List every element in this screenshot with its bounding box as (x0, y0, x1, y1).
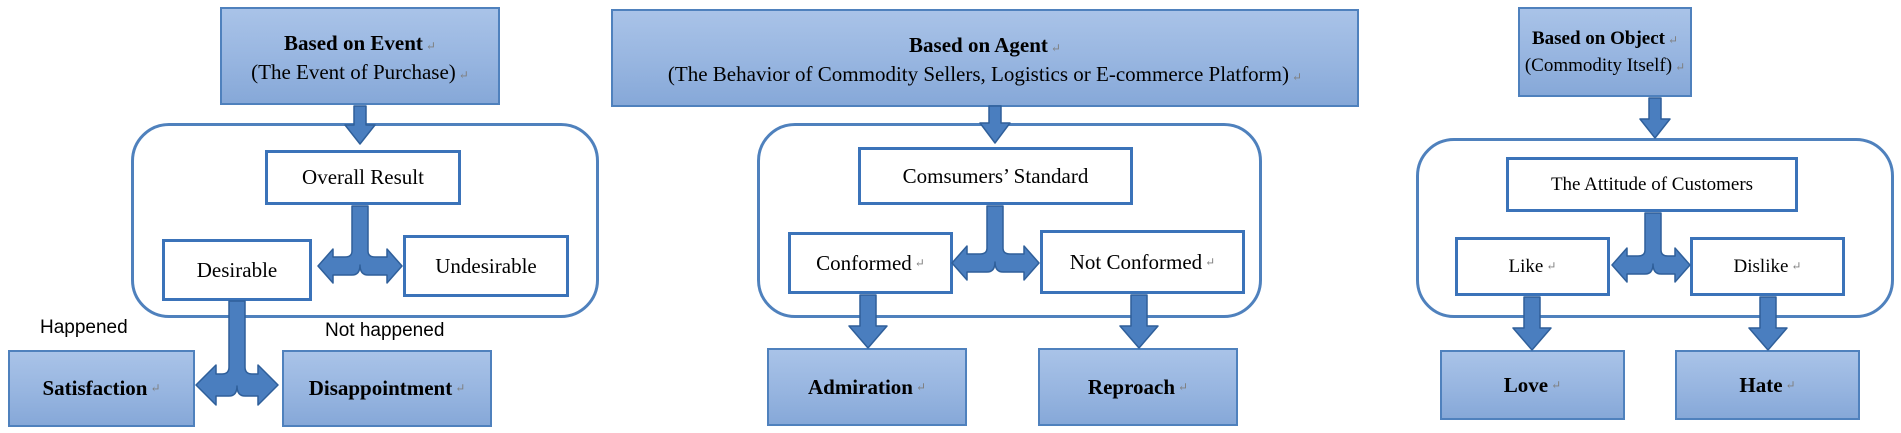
object-dislike-box: Dislike↵ (1690, 237, 1845, 296)
agent-conformed-label: Conformed (816, 250, 912, 275)
event-desirable-box: Desirable (162, 239, 312, 301)
event-undesirable-label: Undesirable (435, 253, 537, 278)
object-like-box: Like↵ (1455, 237, 1610, 296)
agent-header-title: Based on Agent (909, 33, 1048, 57)
agent-not-conformed-box: Not Conformed↵ (1040, 230, 1245, 294)
object-hate-label: Hate (1739, 372, 1783, 397)
event-satisfaction-box: Satisfaction↵ (8, 350, 195, 427)
object-header-title: Based on Object (1531, 28, 1665, 49)
event-disappointment-box: Disappointment↵ (282, 350, 492, 427)
agent-standard-box: Comsumers’ Standard (858, 147, 1133, 205)
event-header-title: Based on Event (284, 31, 423, 55)
object-love-box: Love↵ (1440, 350, 1625, 420)
event-satisfaction-label: Satisfaction (42, 376, 148, 400)
object-header-box: Based on Object↵ (Commodity Itself)↵ (1518, 7, 1692, 97)
object-like-label: Like (1508, 255, 1544, 277)
object-dislike-down-arrow (1748, 296, 1788, 351)
object-header-subtitle: (Commodity Itself) (1524, 54, 1673, 76)
event-split-arrow (317, 205, 403, 284)
agent-header-subtitle: (The Behavior of Commodity Sellers, Logi… (667, 62, 1290, 87)
event-undesirable-box: Undesirable (403, 235, 569, 297)
object-attitude-box: The Attitude of Customers (1506, 157, 1798, 212)
agent-reproach-label: Reproach (1087, 374, 1176, 399)
object-love-label: Love (1503, 372, 1549, 397)
object-dislike-label: Dislike (1733, 255, 1789, 277)
event-desirable-label: Desirable (196, 257, 278, 282)
event-happened-label: Happened (40, 317, 128, 338)
agent-not-conformed-label: Not Conformed (1069, 249, 1203, 274)
object-group-frame (1416, 138, 1894, 318)
object-like-down-arrow (1512, 296, 1552, 351)
event-header-box: Based on Event↵ (The Event of Purchase)↵ (220, 7, 500, 105)
event-overall-result-label: Overall Result (302, 165, 424, 189)
object-attitude-label: The Attitude of Customers (1550, 173, 1754, 195)
object-split-arrow (1611, 212, 1691, 283)
agent-admiration-label: Admiration (807, 374, 913, 399)
event-header-down-arrow (344, 105, 376, 145)
agent-reproach-box: Reproach↵ (1038, 348, 1238, 426)
agent-split-arrow (951, 205, 1040, 281)
agent-admiration-box: Admiration↵ (767, 348, 967, 426)
agent-conformed-down-arrow (848, 294, 888, 349)
agent-standard-label: Comsumers’ Standard (902, 163, 1089, 188)
object-hate-box: Hate↵ (1675, 350, 1860, 420)
agent-header-down-arrow (979, 105, 1011, 144)
event-outcome-split-arrow (195, 300, 279, 406)
object-header-down-arrow (1639, 97, 1671, 139)
event-disappointment-label: Disappointment (308, 376, 453, 400)
agent-header-box: Based on Agent↵ (The Behavior of Commodi… (611, 9, 1359, 107)
agent-not-conformed-down-arrow (1119, 294, 1159, 349)
event-overall-result-box: Overall Result (265, 150, 461, 205)
event-header-subtitle: (The Event of Purchase) (251, 60, 456, 85)
event-not-happened-label: Not happened (325, 320, 445, 341)
agent-conformed-box: Conformed↵ (788, 232, 953, 294)
